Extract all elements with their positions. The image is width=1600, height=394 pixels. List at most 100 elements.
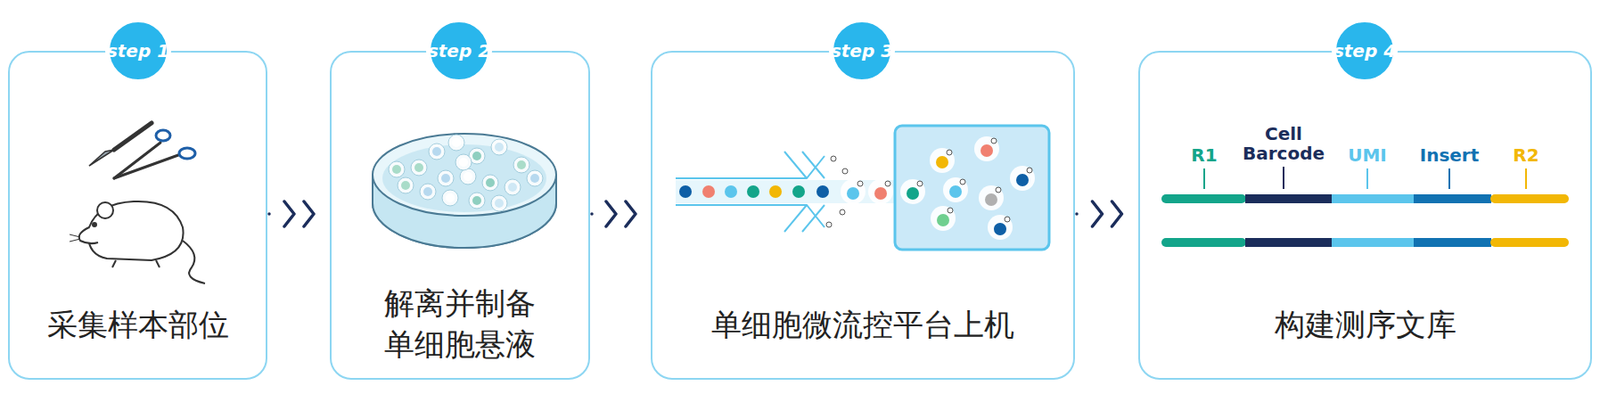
- oil-droplet: [826, 221, 832, 228]
- surgical-tools: [89, 123, 196, 179]
- cell: [459, 168, 476, 185]
- bead: [874, 187, 887, 200]
- cell: [504, 179, 521, 196]
- droplet: [987, 214, 1013, 240]
- cell: [491, 139, 508, 156]
- bead: [984, 193, 998, 206]
- oil-droplet: [839, 209, 846, 215]
- read-segment: [1413, 237, 1492, 247]
- read-segment-label: UMI: [1347, 145, 1387, 165]
- cell: [526, 170, 543, 187]
- bead: [949, 185, 962, 198]
- read-segment: [1413, 194, 1492, 204]
- microfluidic-chip: [675, 125, 1050, 250]
- step-panel: 解离并制备单细胞悬液step 2: [329, 50, 591, 380]
- cell-core: [423, 187, 433, 197]
- cell: [482, 174, 499, 191]
- step-panel: 构建测序文库step 4: [1138, 50, 1592, 380]
- cell: [410, 159, 427, 176]
- step-badge: step 1: [105, 17, 172, 84]
- cell-core: [494, 142, 504, 152]
- bead: [792, 185, 805, 198]
- bead: [980, 144, 993, 157]
- leader-tick: [1203, 168, 1206, 189]
- cell: [468, 192, 485, 209]
- cell-core: [516, 160, 526, 170]
- step-title: 采集样本部位: [9, 303, 266, 345]
- bead: [679, 185, 692, 198]
- cell-core: [463, 172, 473, 181]
- read-segment: [1490, 194, 1569, 204]
- bead: [906, 187, 919, 200]
- cell-core: [392, 164, 402, 174]
- read-segment-label: Cell Barcode: [1238, 123, 1329, 164]
- step-badge: step 4: [1331, 17, 1398, 84]
- bead: [846, 187, 860, 200]
- cell: [995, 187, 1002, 193]
- step-number: step 1: [106, 40, 170, 62]
- bead: [702, 185, 715, 198]
- step-arrow: [269, 201, 314, 227]
- droplet: [840, 179, 866, 205]
- step-title: 解离并制备单细胞悬液: [331, 282, 589, 365]
- cell: [491, 195, 508, 212]
- bead: [993, 222, 1007, 236]
- cell-core: [441, 173, 451, 183]
- read-segment-label: Insert: [1419, 145, 1480, 165]
- leader-tick: [1448, 168, 1451, 189]
- cell: [991, 138, 997, 144]
- read-segment: [1161, 237, 1247, 247]
- cell-core: [459, 157, 468, 167]
- cell-core: [472, 151, 482, 161]
- cell: [513, 156, 530, 173]
- step-badge: step 2: [426, 17, 493, 84]
- cell: [885, 180, 891, 187]
- petri-dish: [372, 133, 557, 248]
- bead: [816, 185, 829, 198]
- bead: [769, 185, 782, 198]
- cell: [437, 170, 454, 187]
- cell-core: [508, 182, 517, 192]
- cell: [448, 134, 465, 151]
- read-segment: [1245, 194, 1333, 204]
- step-number: step 3: [830, 40, 894, 62]
- read-segment: [1490, 237, 1569, 247]
- leader-tick: [1366, 168, 1369, 189]
- step-badge: step 3: [828, 17, 895, 84]
- read-segment: [1331, 237, 1415, 247]
- bead: [724, 185, 738, 198]
- cell: [388, 161, 405, 178]
- cell: [1004, 216, 1010, 222]
- droplet: [1009, 165, 1035, 191]
- read-segment: [1331, 194, 1415, 204]
- droplet: [930, 205, 956, 231]
- droplet: [929, 147, 955, 173]
- cell: [442, 189, 459, 206]
- step-number: step 4: [1333, 40, 1396, 62]
- cell: [917, 180, 923, 187]
- cell-core: [485, 178, 495, 188]
- bead: [936, 213, 950, 227]
- cell-core: [432, 147, 442, 156]
- cell-core: [401, 180, 411, 190]
- cell-core: [414, 163, 424, 173]
- oil-droplet: [830, 155, 837, 162]
- read-segment-label: R2: [1512, 145, 1539, 165]
- cell: [960, 179, 966, 185]
- read-segment-label: R1: [1190, 145, 1217, 165]
- cell: [1026, 167, 1033, 173]
- leader-tick: [1282, 166, 1285, 189]
- leader-tick: [1525, 168, 1527, 189]
- cell-core: [445, 193, 455, 203]
- droplet: [978, 185, 1004, 211]
- droplet: [974, 136, 1000, 162]
- cell: [419, 183, 436, 200]
- oil-droplet: [842, 168, 848, 174]
- bead: [746, 185, 760, 198]
- cell-core: [494, 198, 504, 208]
- step-arrow: [591, 201, 636, 227]
- read-segment: [1161, 194, 1247, 204]
- cell: [946, 149, 952, 156]
- droplet: [868, 179, 894, 205]
